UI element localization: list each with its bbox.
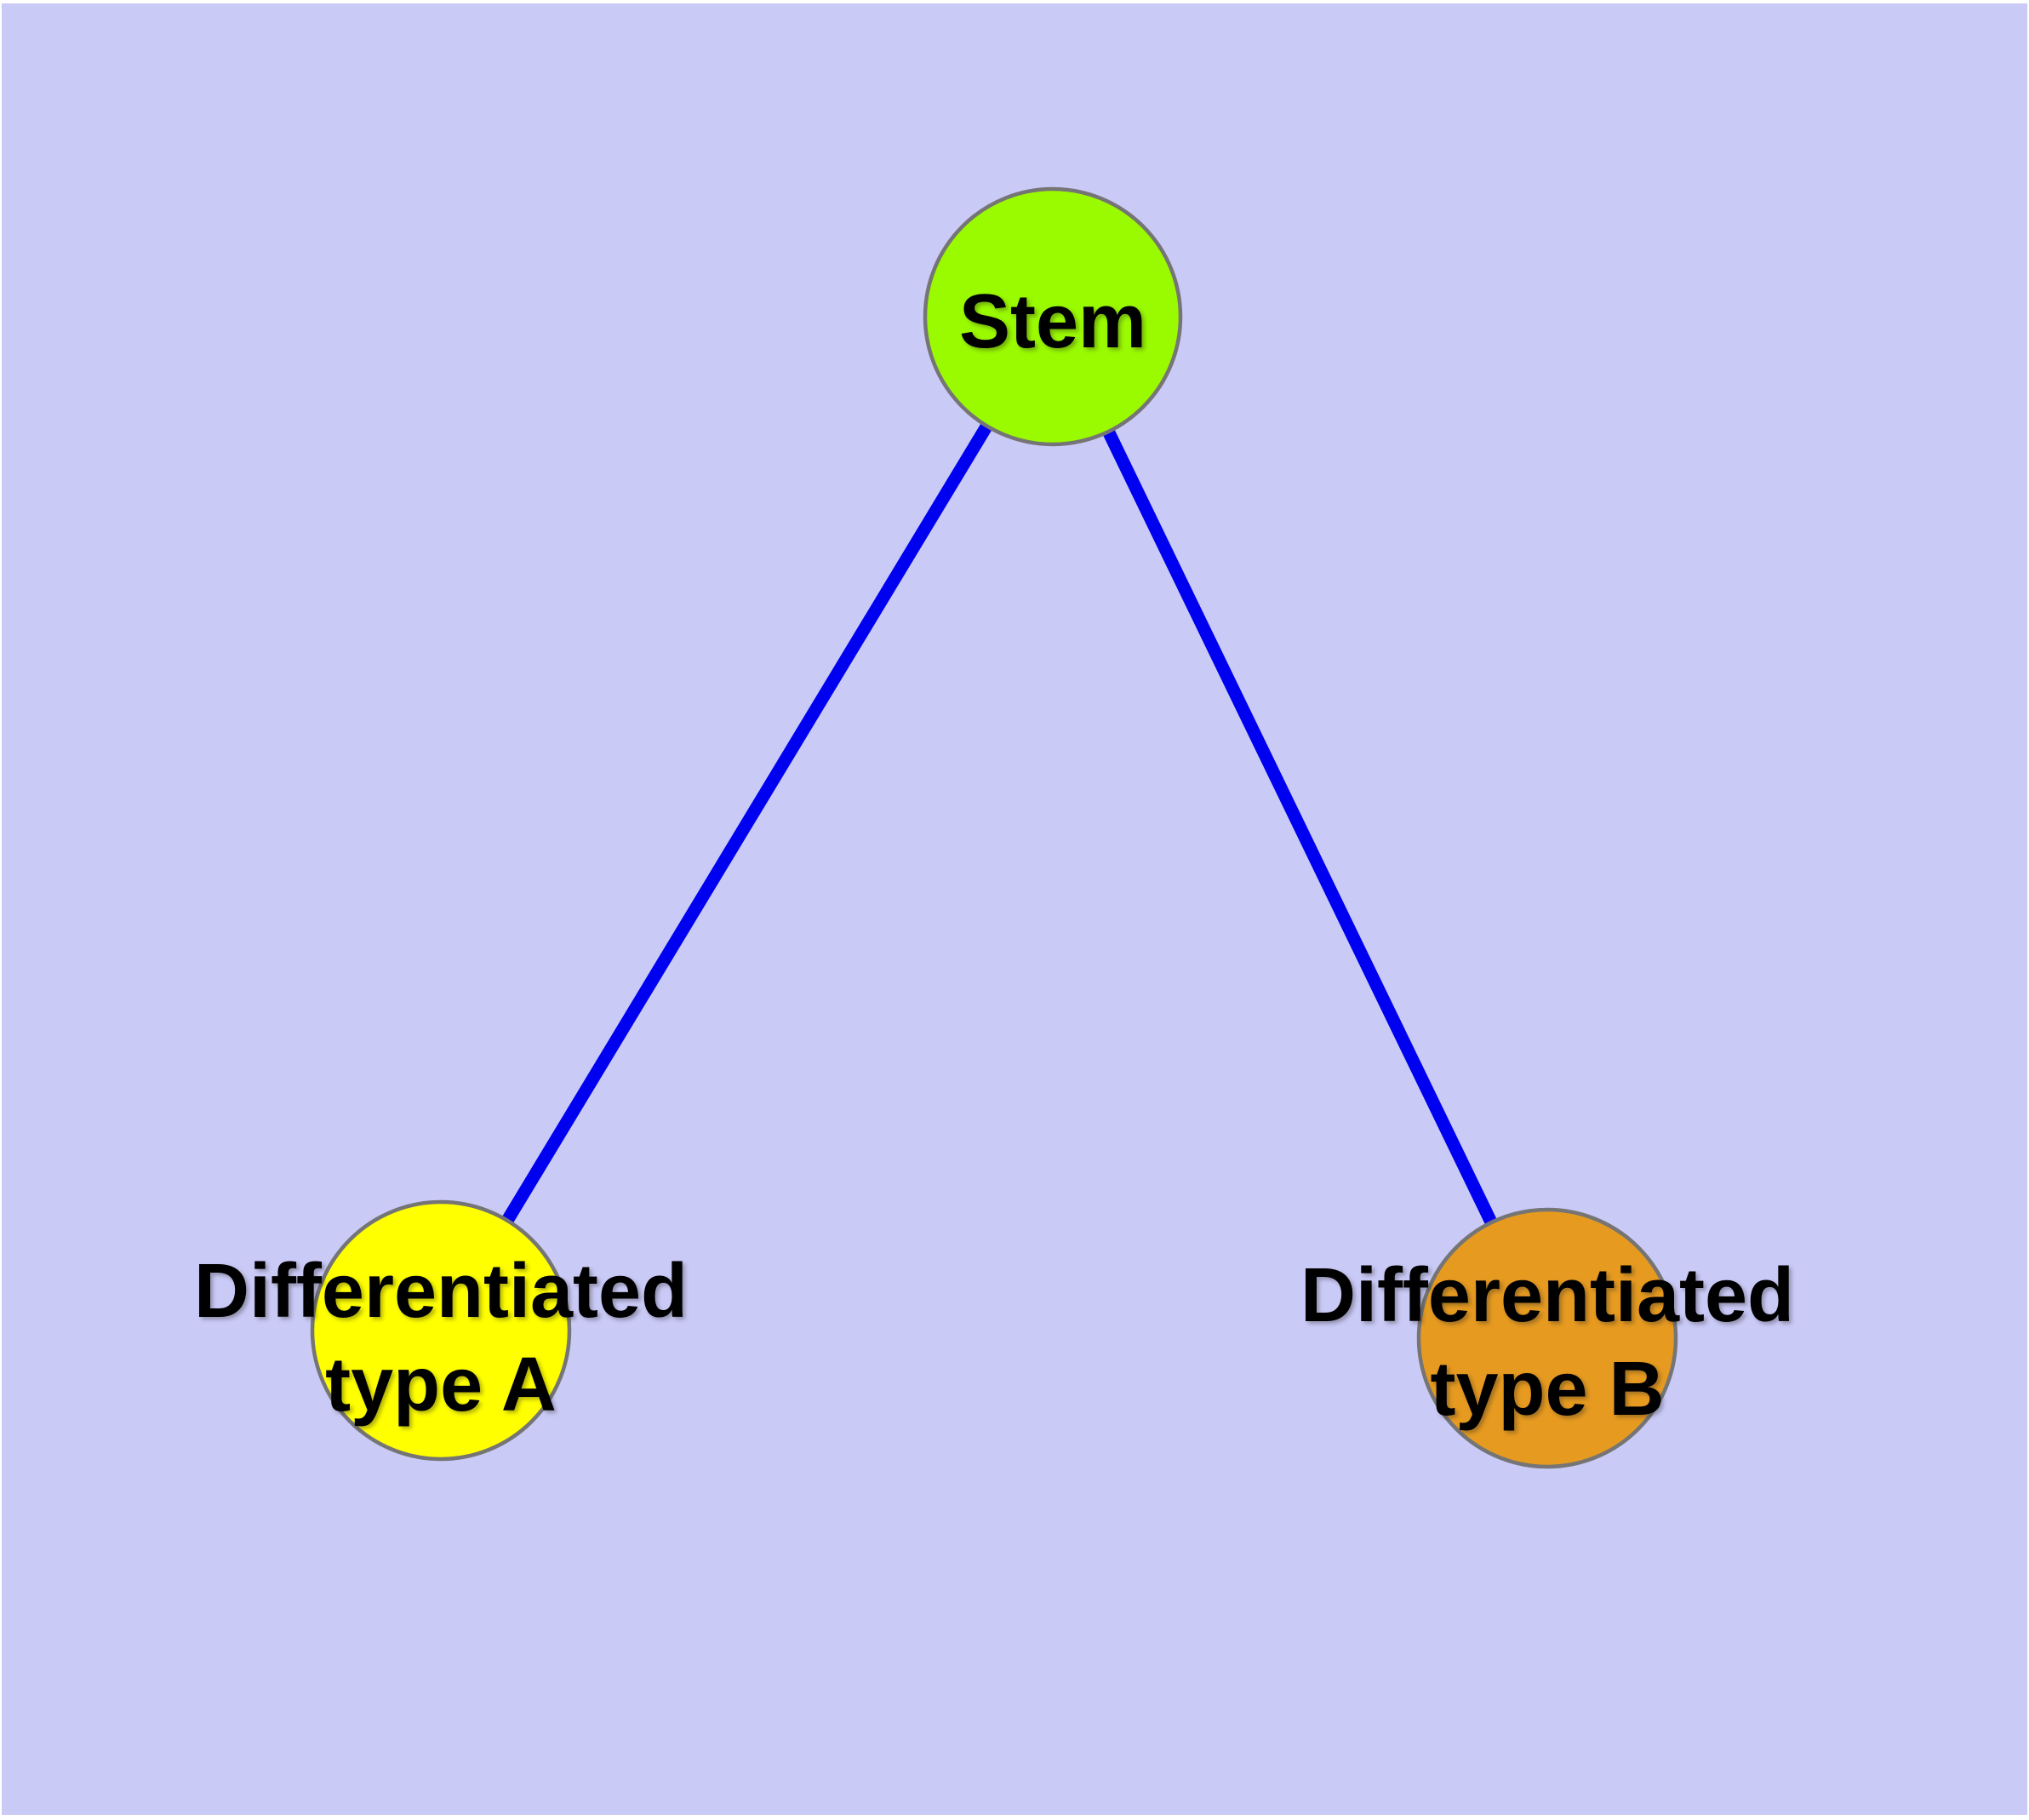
node-stem: Stem <box>923 186 1183 447</box>
node-differentiated-type-b-label-line1: Differentiated <box>1300 1253 1794 1338</box>
node-differentiated-type-a-label-line2: type A <box>325 1342 557 1428</box>
edges <box>435 313 1553 1342</box>
node-differentiated-type-a: Differentiated type A <box>194 1199 688 1462</box>
node-differentiated-type-a-label-line1: Differentiated <box>194 1249 688 1334</box>
node-differentiated-type-a-circle <box>310 1199 572 1462</box>
edge-stem-to-type-b <box>1047 313 1553 1342</box>
node-differentiated-type-b-circle <box>1416 1207 1678 1469</box>
node-stem-circle <box>923 186 1183 447</box>
node-stem-label: Stem <box>959 279 1146 364</box>
node-differentiated-type-b-label-line2: type B <box>1430 1347 1664 1432</box>
edge-stem-to-type-a <box>435 313 1059 1334</box>
node-differentiated-type-b: Differentiated type B <box>1300 1207 1794 1469</box>
